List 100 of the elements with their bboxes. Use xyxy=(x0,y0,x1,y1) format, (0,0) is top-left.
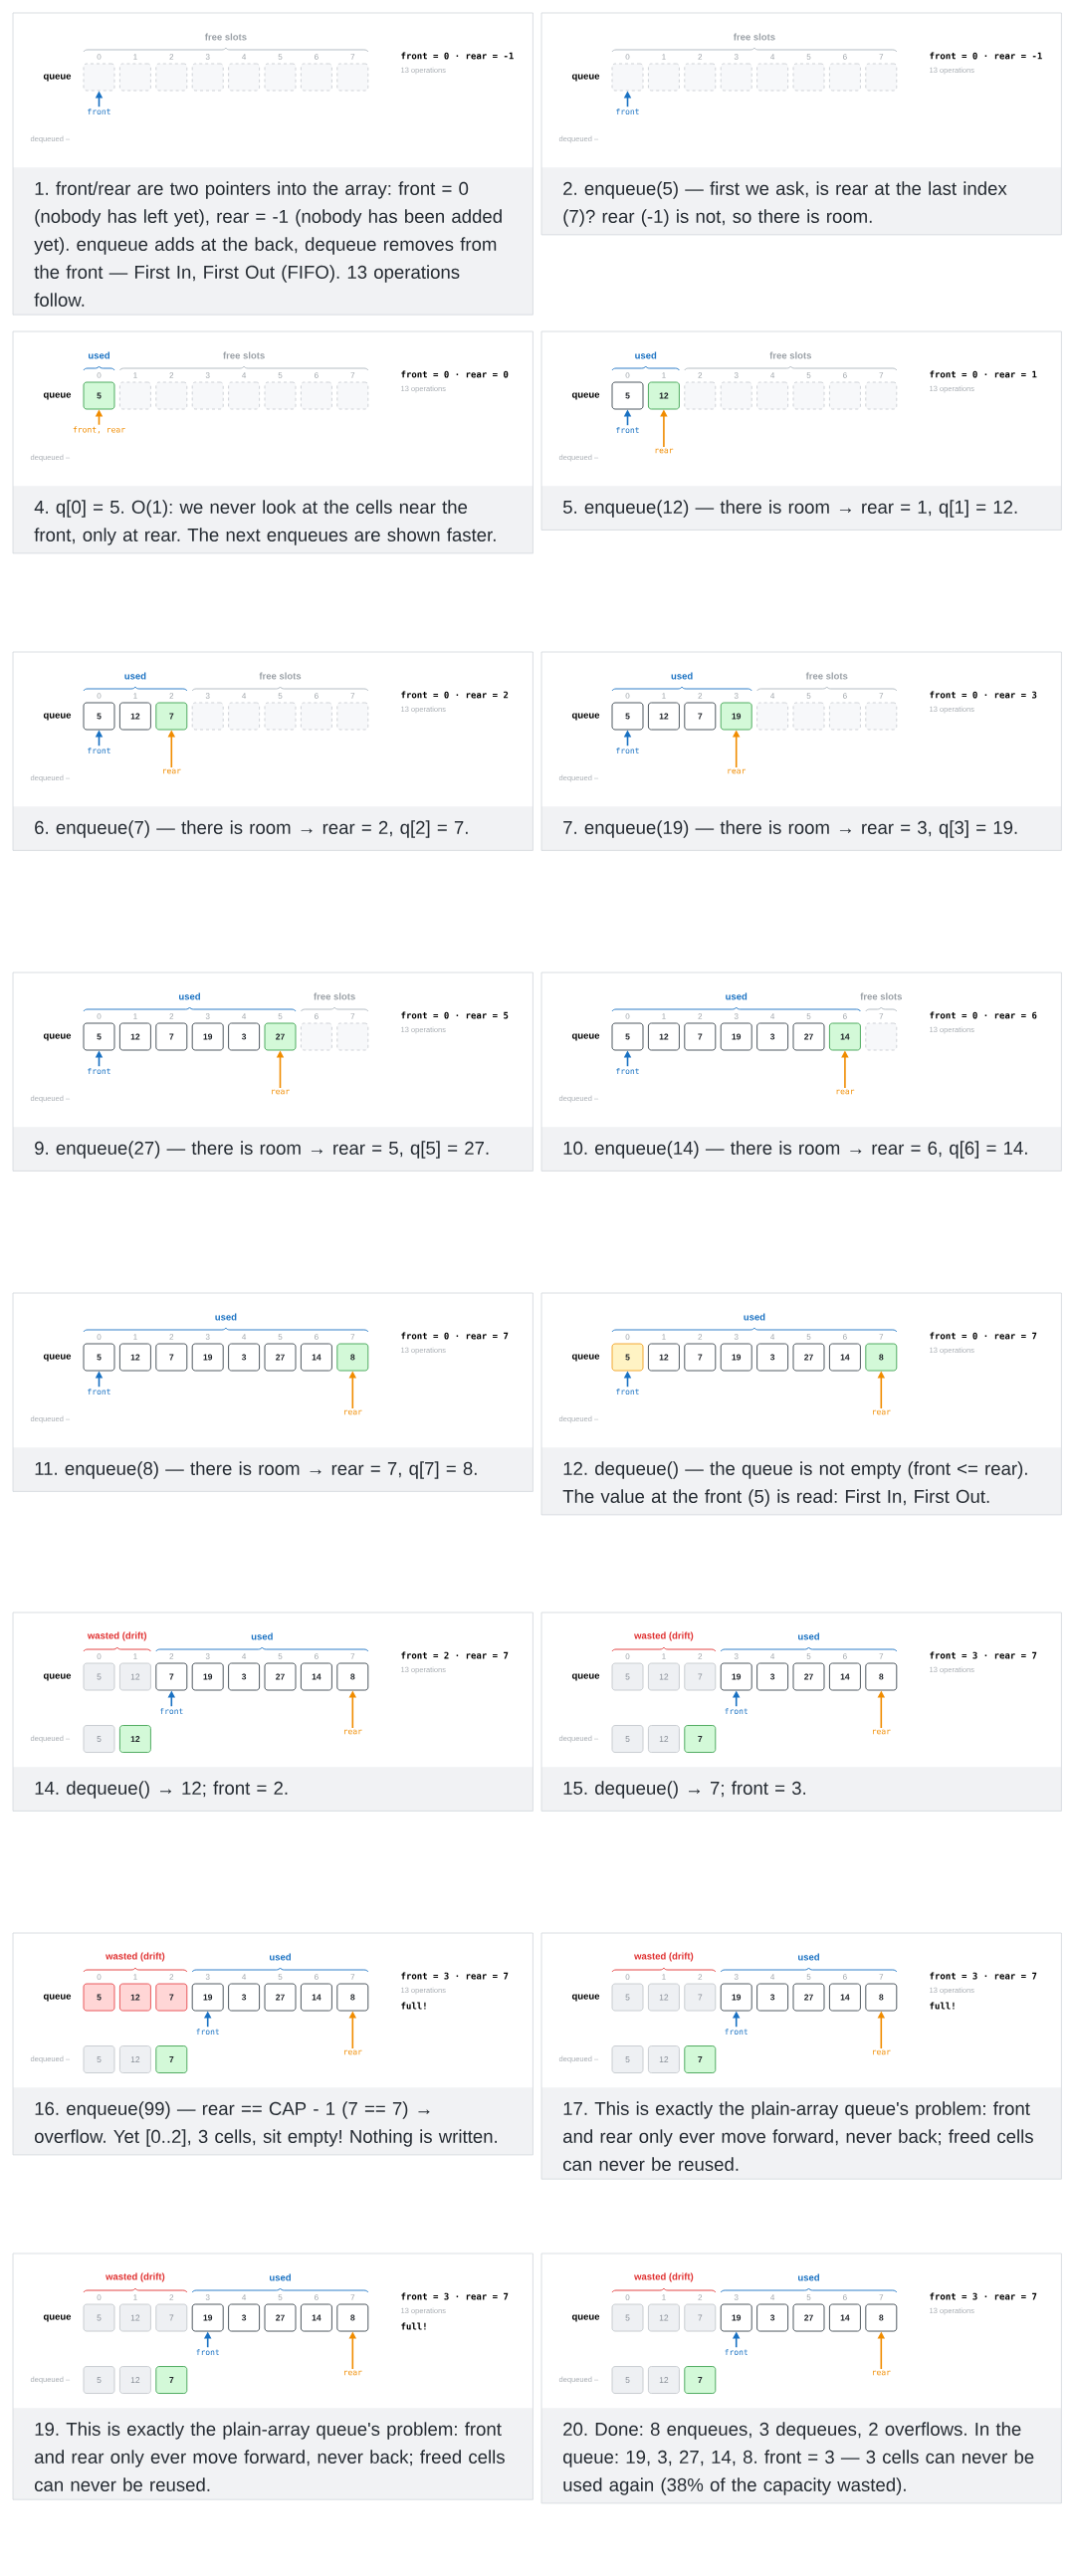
brace-label: free slots xyxy=(733,33,775,41)
index-number: 3 xyxy=(734,54,739,60)
array-cell: 7 xyxy=(155,1343,188,1372)
index-number: 3 xyxy=(205,1974,210,1980)
index-number: 5 xyxy=(806,1974,811,1980)
brace-label: free slots xyxy=(204,33,247,41)
row-label: queue xyxy=(43,2314,72,2322)
status-text: front = 0 · rear = 7 xyxy=(401,1332,509,1340)
array-cell: 5 xyxy=(611,1343,644,1372)
index-number: 4 xyxy=(242,1653,247,1659)
array-cell: 5 xyxy=(611,2303,644,2332)
index-number: 4 xyxy=(770,1974,775,1980)
index-number: 2 xyxy=(698,693,703,699)
index-number: 6 xyxy=(315,54,319,60)
status-text: front = 0 · rear = 3 xyxy=(930,691,1037,699)
brace-label: free slots xyxy=(805,672,848,680)
caption-box: 6. enqueue(7) — there is room → rear = 2, q[2] = 7. xyxy=(13,806,534,851)
array-cell: 19 xyxy=(191,1662,224,1691)
array-cell: 12 xyxy=(647,702,680,731)
status-text: front = 0 · rear = 1 xyxy=(930,370,1037,378)
index-number: 3 xyxy=(205,54,210,60)
array-cell: 19 xyxy=(720,1022,752,1051)
index-number: 0 xyxy=(97,693,102,699)
row-label: queue xyxy=(571,392,600,400)
row-label: queue xyxy=(43,1673,72,1681)
index-number: 5 xyxy=(806,1334,811,1340)
dequeued-cell: 5 xyxy=(611,1725,644,1753)
index-number: 1 xyxy=(133,1013,137,1019)
array-cell: 5 xyxy=(83,1022,115,1051)
array-cell: 5 xyxy=(83,2303,115,2332)
dequeued-cell: 5 xyxy=(83,2366,115,2394)
status-text: front = 3 · rear = 7 xyxy=(401,1972,509,1980)
index-number: 6 xyxy=(315,1334,319,1340)
index-number: 2 xyxy=(698,1334,703,1340)
pointer-label: front xyxy=(616,426,639,434)
index-number: 4 xyxy=(770,1334,775,1340)
index-number: 4 xyxy=(242,372,247,378)
row-label: queue xyxy=(43,713,72,721)
array-cell: 12 xyxy=(647,381,680,410)
index-number: 7 xyxy=(350,372,355,378)
index-number: 1 xyxy=(662,54,666,60)
caption-box: 10. enqueue(14) — there is room → rear = 6, q[6] = 14. xyxy=(541,1127,1062,1172)
index-number: 7 xyxy=(879,1974,884,1980)
array-cell: 14 xyxy=(828,1343,861,1372)
array-cell: 7 xyxy=(684,1022,717,1051)
array-cell: 27 xyxy=(792,2303,825,2332)
status-text: front = 0 · rear = 2 xyxy=(401,691,509,699)
index-number: 4 xyxy=(770,2294,775,2300)
index-number: 2 xyxy=(169,372,174,378)
status-text: front = 0 · rear = -1 xyxy=(401,52,514,60)
dequeued-cell: 12 xyxy=(118,2045,151,2073)
index-number: 3 xyxy=(734,1974,739,1980)
index-number: 7 xyxy=(879,54,884,60)
dequeued-cell: 7 xyxy=(155,2366,188,2394)
brace-label: free slots xyxy=(769,351,812,359)
brace-label: used xyxy=(251,1632,273,1640)
caption-box: 1. front/rear are two pointers into the array: front = 0 (nobody has left yet), rear = -1 (nobody has been added yet). enqueue adds at the back, dequeue removes from the front — First In, First Out (FIFO). 13 operations follow. xyxy=(13,167,534,315)
brace-label: used xyxy=(798,1632,819,1640)
array-cell: 27 xyxy=(792,1343,825,1372)
row-label: queue xyxy=(43,74,72,82)
brace-label: used xyxy=(89,351,109,359)
index-number: 5 xyxy=(278,693,283,699)
row-label: queue xyxy=(571,1033,600,1041)
array-cell: 8 xyxy=(865,2303,898,2332)
status-text: front = 0 · rear = 0 xyxy=(401,370,509,378)
array-cell: 12 xyxy=(647,1662,680,1691)
brace-label: used xyxy=(124,672,146,680)
pointer-label: rear xyxy=(836,1089,855,1095)
pointer-label: front, rear xyxy=(73,426,125,434)
array-cell: 3 xyxy=(756,2303,789,2332)
index-number: 5 xyxy=(806,372,811,378)
index-number: 7 xyxy=(350,2294,355,2300)
array-cell: 14 xyxy=(300,1662,332,1691)
dequeued-cell: 7 xyxy=(684,1725,717,1753)
index-number: 0 xyxy=(625,2294,630,2300)
array-cell: 3 xyxy=(756,1983,789,2012)
caption-box: 11. enqueue(8) — there is room → rear = 7, q[7] = 8. xyxy=(13,1447,534,1492)
array-cell: 14 xyxy=(300,2303,332,2332)
array-cell: 5 xyxy=(611,381,644,410)
array-cell: 7 xyxy=(155,2303,188,2332)
array-cell: 5 xyxy=(611,1662,644,1691)
array-cell: 3 xyxy=(228,2303,261,2332)
caption-box: 7. enqueue(19) — there is room → rear = 3, q[3] = 19. xyxy=(541,806,1062,851)
index-number: 7 xyxy=(879,1653,884,1659)
index-number: 7 xyxy=(350,1013,355,1019)
index-number: 5 xyxy=(806,2294,811,2300)
dequeued-cell: 12 xyxy=(118,2366,151,2394)
array-cell: 8 xyxy=(336,1343,369,1372)
index-number: 5 xyxy=(278,54,283,60)
brace-label: used xyxy=(798,2273,819,2281)
index-number: 3 xyxy=(205,2294,210,2300)
index-number: 1 xyxy=(662,1334,666,1340)
index-number: 3 xyxy=(734,372,739,378)
index-number: 1 xyxy=(133,372,137,378)
status-text: front = 3 · rear = 7 xyxy=(401,2292,509,2300)
brace-label: wasted (drift) xyxy=(634,1952,694,1962)
index-number: 5 xyxy=(278,2294,283,2300)
index-number: 6 xyxy=(843,1334,847,1340)
pointer-label: rear xyxy=(873,1409,891,1415)
index-number: 1 xyxy=(662,372,666,378)
